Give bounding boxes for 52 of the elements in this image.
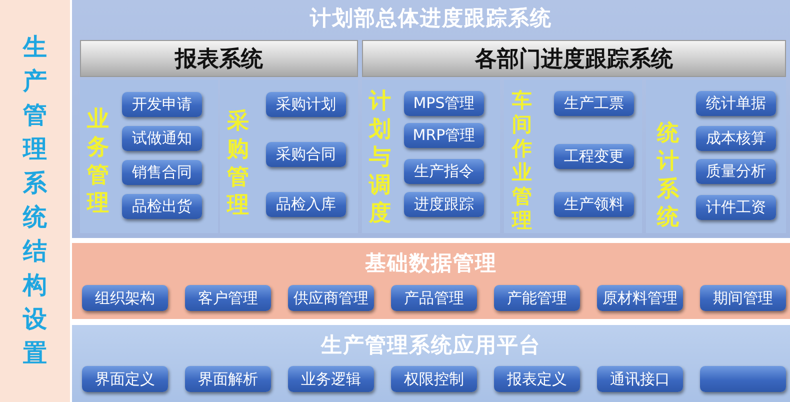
module-button: 采购合同 [266,142,346,167]
column-panel [504,80,642,233]
panel-title: 基础数据管理 [364,250,498,277]
module-button: 原材料管理 [597,285,683,311]
section-header: 各部门进度跟踪系统 [362,40,786,77]
module-button: 统计单据 [696,91,776,116]
side-band [0,0,70,402]
module-button: 成本核算 [696,126,776,151]
module-button [700,366,786,392]
column-heading: 采购管理 [226,108,250,220]
section-panel [72,0,790,238]
module-button: 产能管理 [494,285,580,311]
section-panel [72,243,790,319]
module-button: 品检出货 [122,194,202,219]
module-button: 试做通知 [122,126,202,151]
column-heading: 统计系统 [656,120,680,232]
panel-title: 计划部总体进度跟踪系统 [308,5,553,32]
module-button: 计件工资 [696,195,776,220]
module-button: 期间管理 [700,285,786,311]
module-button: 生产领料 [554,192,634,217]
module-button: 采购计划 [266,92,346,117]
vertical-title: 生产管理系统结构设置 [21,32,48,369]
module-button: 质量分析 [696,159,776,184]
module-button: 进度跟踪 [404,192,484,217]
module-button: 工程变更 [554,144,634,169]
column-panel [362,80,500,233]
section-panel [72,325,790,402]
module-button: 界面定义 [82,366,168,392]
module-button: 业务逻辑 [288,366,374,392]
module-button: 生产工票 [554,91,634,116]
module-button: 供应商管理 [288,285,374,311]
module-button: MPS管理 [404,91,484,116]
module-button: MRP管理 [404,123,484,148]
module-button: 销售合同 [122,160,202,185]
module-button: 生产指令 [404,159,484,184]
module-button: 产品管理 [391,285,477,311]
column-panel [80,80,218,233]
column-panel [646,80,786,233]
column-heading: 业务管理 [86,106,110,218]
module-button: 通讯接口 [597,366,683,392]
column-heading: 计划与调度 [368,88,392,228]
section-header: 报表系统 [80,40,358,77]
column-heading: 车间作业管理 [510,88,533,232]
module-button: 组织架构 [82,285,168,311]
module-button: 品检入库 [266,192,346,217]
column-panel [220,80,358,233]
module-button: 报表定义 [494,366,580,392]
panel-title: 生产管理系统应用平台 [320,332,542,359]
module-button: 客户管理 [185,285,271,311]
module-button: 界面解析 [185,366,271,392]
module-button: 开发申请 [122,92,202,117]
module-button: 权限控制 [391,366,477,392]
